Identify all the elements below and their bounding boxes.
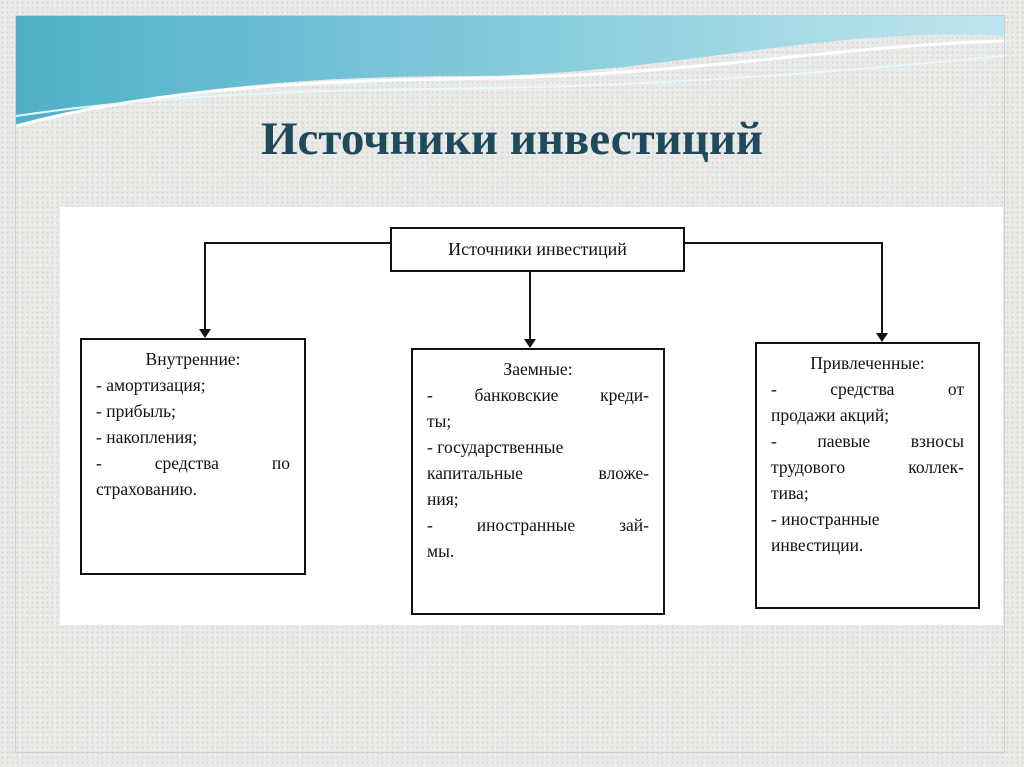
- box-line: - средства по: [96, 453, 290, 473]
- root-box: Источники инвестиций: [390, 227, 685, 272]
- box-line: - амортизация;: [96, 375, 206, 395]
- box-line: капитальные вложе-: [427, 463, 649, 483]
- box-line: - паевые взносы: [771, 431, 964, 451]
- box-header: Внутренние:: [145, 349, 241, 369]
- arrow-left: [199, 329, 211, 338]
- box-line: - иностранные: [771, 509, 880, 529]
- box-line: ты;: [427, 411, 452, 431]
- internal-sources-box: Внутренние: - амортизация; - прибыль; - …: [80, 338, 306, 575]
- slide-title: Источники инвестиций: [261, 113, 763, 165]
- slide-frame: [15, 15, 1005, 753]
- borrowed-sources-box: Заемные: - банковские креди- ты; - госуд…: [411, 348, 665, 615]
- box-line: продажи акций;: [771, 405, 890, 425]
- box-line: трудового коллек-: [771, 457, 964, 477]
- investment-sources-diagram: Источники инвестиций Внутренние: - аморт…: [60, 207, 1003, 625]
- box-line: - иностранные зай-: [427, 515, 649, 535]
- box-line: - государственные: [427, 437, 564, 457]
- box-line: тива;: [771, 483, 809, 503]
- arrow-middle: [524, 339, 536, 348]
- box-line: ния;: [427, 489, 459, 509]
- box-line: - средства от: [771, 379, 964, 399]
- box-header: Привлеченные:: [810, 353, 925, 373]
- wave-banner: [16, 16, 1004, 128]
- box-line: - накопления;: [96, 427, 198, 447]
- connector-right: [685, 242, 883, 335]
- box-line: страхованию.: [96, 479, 197, 499]
- attracted-sources-box: Привлеченные: - средства от продажи акци…: [755, 342, 980, 609]
- box-line: инвестиции.: [771, 535, 864, 555]
- box-header: Заемные:: [503, 359, 573, 379]
- connector-left: [204, 242, 390, 331]
- box-line: - прибыль;: [96, 401, 176, 421]
- arrow-right: [876, 333, 888, 342]
- box-line: мы.: [427, 541, 455, 561]
- connectors: [199, 242, 888, 348]
- box-line: - банковские креди-: [427, 385, 649, 405]
